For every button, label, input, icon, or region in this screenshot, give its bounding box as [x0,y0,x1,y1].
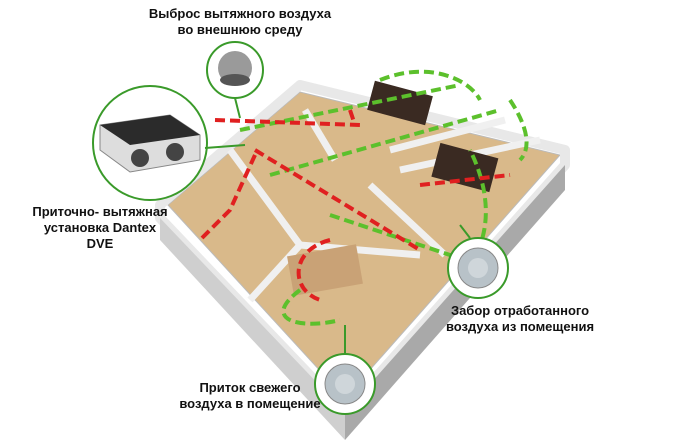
label-line: установка Dantex [43,220,157,235]
supply-airflow [198,109,511,302]
label-extract: Забор отработанного воздуха из помещения [430,303,610,335]
supply-grille-callout [314,325,376,415]
label-line: воздуха из помещения [445,319,595,334]
label-exhaust-outlet: Выброс вытяжного воздуха во внешнюю сред… [140,6,340,38]
label-line: Приток свежего [199,380,301,395]
rug [287,244,363,296]
unit-callout [92,85,246,201]
label-supply: Приток свежего воздуха в помещение [165,380,335,412]
label-unit: Приточно- вытяжная установка Dantex DVE [10,204,190,252]
label-line: Приточно- вытяжная [32,204,168,219]
extract-grille-callout [447,224,509,299]
interior-walls [227,108,541,303]
label-line: во внешнюю среду [177,22,303,37]
outer-wall-side-right [345,165,565,440]
label-line: воздуха в помещение [179,396,321,411]
outer-wall-side [160,218,345,440]
label-line: Выброс вытяжного воздуха [148,6,332,21]
label-line: DVE [86,236,114,251]
exhaust-cap-callout [206,41,264,119]
label-line: Забор отработанного [450,303,590,318]
